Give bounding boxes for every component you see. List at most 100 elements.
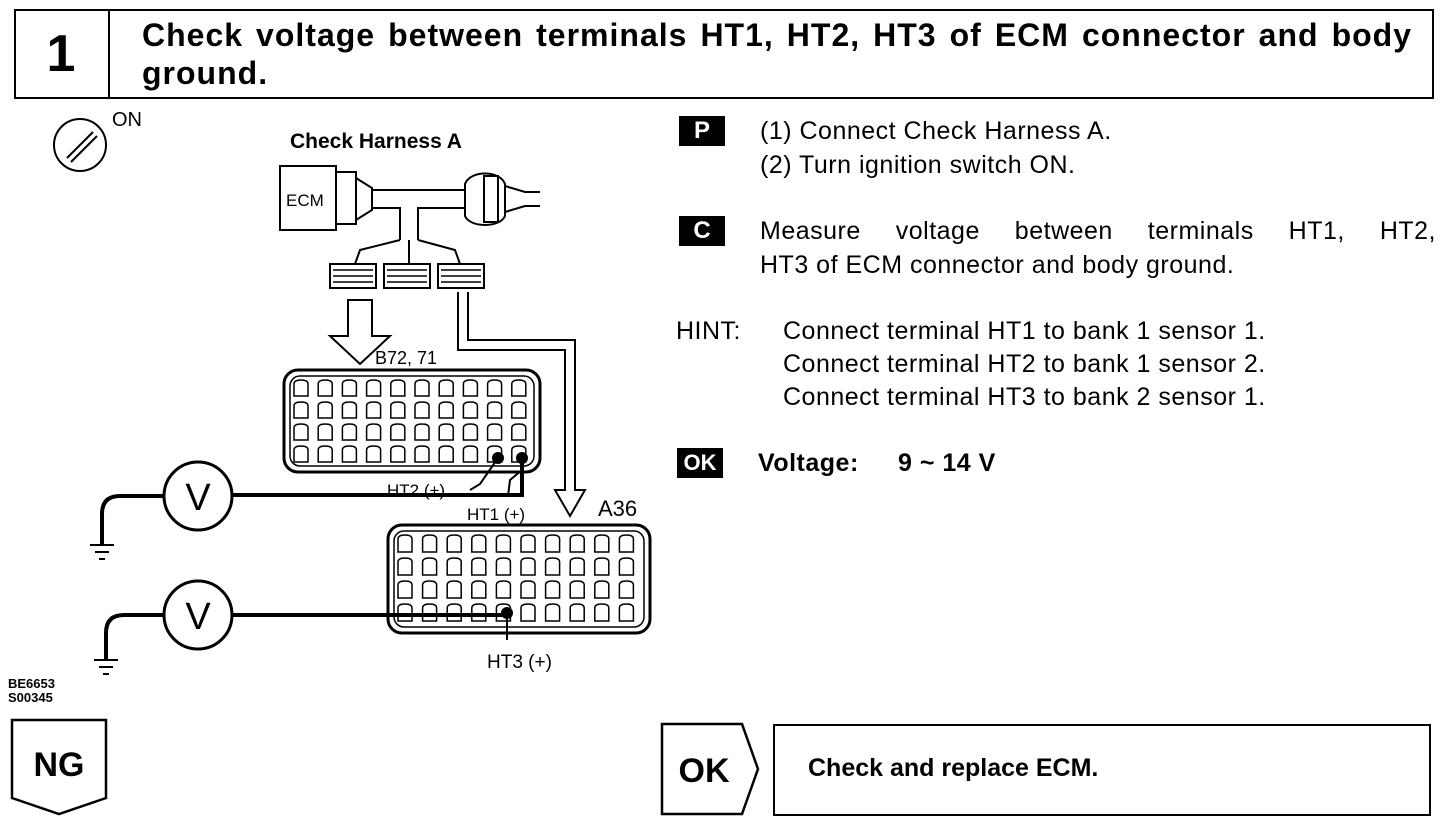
harness-plug-left <box>335 171 373 225</box>
connector-pin <box>446 603 462 622</box>
connector-pin <box>462 445 479 463</box>
down-arrow-lower <box>457 292 587 519</box>
check-tag: C <box>679 216 725 246</box>
connector-pin <box>438 423 454 441</box>
meter2-ground-lead <box>104 613 164 660</box>
connector-pin <box>421 534 438 553</box>
ok-action-text: Check and replace ECM. <box>808 754 1099 782</box>
ok-spec-tag: OK <box>677 448 723 478</box>
connector-pin <box>594 534 610 553</box>
prep-step-2: (2) Turn ignition switch ON. <box>760 151 1076 179</box>
meter1-ground-lead <box>100 494 164 545</box>
connector-pin <box>365 379 382 397</box>
small-connector-2 <box>383 263 431 289</box>
connector-pin <box>397 534 413 553</box>
check-text-line-1: Measure voltage between terminals HT1, H… <box>760 217 1436 245</box>
hint-1: Connect terminal HT1 to bank 1 sensor 1. <box>783 317 1266 345</box>
connector-pin <box>414 401 430 419</box>
connector-pin <box>293 423 309 441</box>
step-number: 1 <box>14 9 110 99</box>
connector-pin <box>486 445 503 463</box>
hint-3: Connect terminal HT3 to bank 2 sensor 1. <box>783 383 1266 411</box>
small-connector-3 <box>437 263 485 289</box>
connector-pin <box>446 557 462 576</box>
connector-pin <box>462 423 479 441</box>
connector-pin <box>293 445 309 463</box>
connector-pin <box>618 580 635 599</box>
connector-pin <box>341 379 358 397</box>
connector-pin <box>471 534 487 553</box>
ignition-switch-icon <box>53 118 107 172</box>
connector-pin <box>471 603 487 622</box>
connector-pin <box>471 557 487 576</box>
connector-pin <box>414 445 430 463</box>
connector-pin <box>495 534 512 553</box>
step-title: Check voltage between terminals HT1, HT2… <box>142 17 1412 91</box>
connector-a36 <box>386 523 652 635</box>
connector-pin <box>520 534 536 553</box>
connector-pin <box>569 534 585 553</box>
ignition-on-label: ON <box>112 109 142 131</box>
ok-outcome-badge: OK <box>660 722 760 816</box>
harness-plug-right <box>464 172 540 226</box>
connector-pin <box>594 603 610 622</box>
connector-pin <box>462 401 479 419</box>
connector-pin <box>414 379 430 397</box>
connector-pin <box>618 557 635 576</box>
connector-pin <box>365 445 382 463</box>
connector-pin <box>495 603 512 622</box>
connector-pin <box>471 580 487 599</box>
prep-step-1: (1) Connect Check Harness A. <box>760 117 1112 145</box>
connector-pin <box>462 379 479 397</box>
connector-pin <box>511 445 527 463</box>
check-text-line-2: HT3 of ECM connector and body ground. <box>760 251 1235 279</box>
connector-pin <box>594 580 610 599</box>
ecm-label: ECM <box>286 191 324 210</box>
connector-pin <box>365 423 382 441</box>
connector-pin <box>421 580 438 599</box>
down-arrow-upper <box>327 299 393 366</box>
connector-pin <box>293 401 309 419</box>
connector-pin <box>293 379 309 397</box>
connector-pin <box>486 379 503 397</box>
connector-pin <box>397 603 413 622</box>
connector-pin <box>390 379 406 397</box>
voltmeter-1-symbol: V <box>185 477 211 519</box>
connector-pin <box>397 580 413 599</box>
figure-code-1: BE6653 <box>8 676 55 691</box>
connector-pin <box>421 557 438 576</box>
ok-action-box <box>773 724 1431 816</box>
connector-pin <box>569 557 585 576</box>
connector-pin <box>544 557 561 576</box>
connector-pin <box>511 423 527 441</box>
connector-pin <box>594 557 610 576</box>
spec-value: 9 ~ 14 V <box>898 449 996 477</box>
connector-pin <box>446 580 462 599</box>
connector-pin <box>520 557 536 576</box>
connector-pin <box>618 534 635 553</box>
prep-tag: P <box>679 116 725 146</box>
small-connector-1 <box>329 263 377 289</box>
connector-pin <box>544 580 561 599</box>
harness-body <box>372 189 465 240</box>
step-header-box <box>14 9 1434 99</box>
connector-pin <box>397 557 413 576</box>
connector-pin <box>438 401 454 419</box>
spec-label: Voltage: <box>758 449 859 477</box>
connector-pin <box>511 401 527 419</box>
connector-pin <box>569 580 585 599</box>
ht2-label: HT2 (+) <box>387 481 445 500</box>
connector-pin <box>390 423 406 441</box>
connector-pin <box>341 423 358 441</box>
ng-label: NG <box>34 746 85 784</box>
connector-pin <box>544 603 561 622</box>
connector-pin <box>446 534 462 553</box>
connector-lower-label: A36 <box>598 496 637 521</box>
ground-icon-2 <box>94 659 118 675</box>
connector-lower-pins <box>397 534 635 622</box>
connector-pin <box>486 401 503 419</box>
connector-pin <box>486 423 503 441</box>
connector-pin <box>390 401 406 419</box>
connector-pin <box>495 557 512 576</box>
connector-pin <box>317 445 333 463</box>
